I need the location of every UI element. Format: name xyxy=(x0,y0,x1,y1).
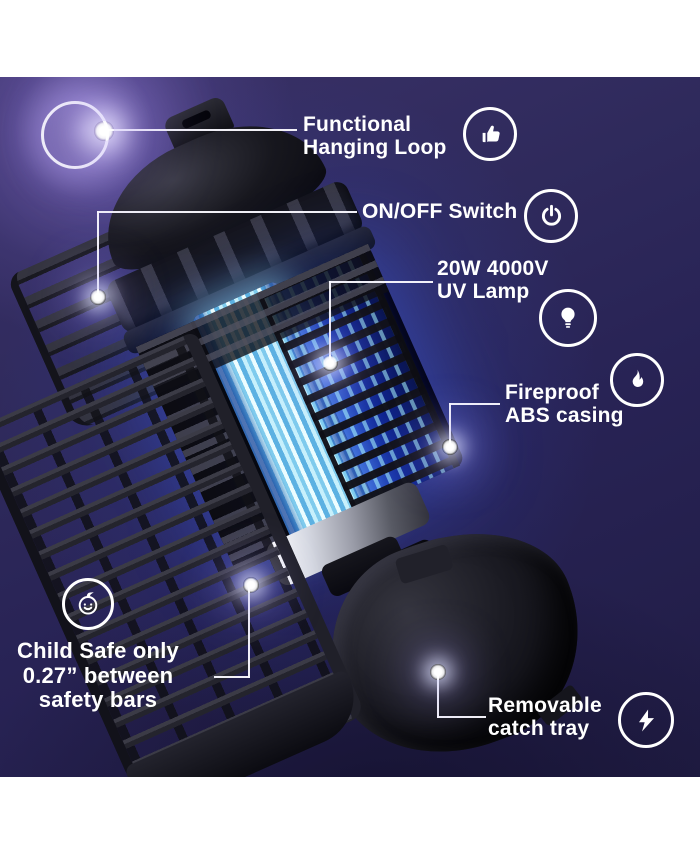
callout-line: 20W 4000V xyxy=(437,257,549,280)
lightning-bolt-badge xyxy=(618,692,674,748)
leader-line-child-vertical xyxy=(248,586,250,678)
scene-background: Functional Hanging Loop ON/OFF Switch 20… xyxy=(0,77,700,777)
leader-line-tray-vertical xyxy=(437,673,439,718)
leader-line-switch-vertical xyxy=(97,211,99,298)
flame-badge xyxy=(610,353,664,407)
glow-dot-hanging-loop xyxy=(94,121,114,141)
callout-line: Removable xyxy=(488,694,602,717)
tray-latch-tab xyxy=(394,543,454,585)
glow-dot-switch xyxy=(90,289,106,305)
power-icon xyxy=(541,204,561,226)
power-badge xyxy=(524,189,578,243)
glow-dot-child-safe xyxy=(243,577,259,593)
callout-line: 0.27” between xyxy=(22,662,174,688)
light-bulb-badge xyxy=(539,289,597,347)
callout-line: Functional xyxy=(303,113,412,136)
callout-line: catch tray xyxy=(488,717,590,740)
callout-child-safe-label: Child Safe only 0.27” between safety bar… xyxy=(6,638,190,713)
thumbs-up-icon xyxy=(482,125,500,142)
baby-face-badge xyxy=(62,578,114,630)
leader-line-casing-horizontal xyxy=(449,403,500,405)
callout-line: Hanging Loop xyxy=(303,136,447,159)
flame-icon xyxy=(632,369,644,388)
leader-line-child-horizontal xyxy=(214,676,250,678)
callout-line: safety bars xyxy=(38,687,158,713)
leader-line-switch-horizontal xyxy=(97,211,357,213)
thumbs-up-badge xyxy=(463,107,517,161)
callout-hanging-loop-label: Functional Hanging Loop xyxy=(303,113,447,159)
glow-dot-casing xyxy=(442,439,458,455)
callout-catch-tray-label: Removable catch tray xyxy=(488,694,602,740)
callout-line: UV Lamp xyxy=(437,280,530,303)
leader-line-uv-horizontal xyxy=(329,281,433,283)
leader-line-hanging-loop xyxy=(104,129,297,131)
callout-casing-label: Fireproof ABS casing xyxy=(505,381,624,427)
callout-line: Fireproof xyxy=(505,381,599,404)
callout-line: ON/OFF Switch xyxy=(362,200,518,223)
callout-uv-lamp-label: 20W 4000V UV Lamp xyxy=(437,257,549,303)
glow-dot-uv-lamp xyxy=(322,355,338,371)
callout-line: ABS casing xyxy=(505,404,624,427)
baby-face-icon xyxy=(78,592,98,615)
glow-dot-catch-tray xyxy=(430,664,446,680)
callout-switch-label: ON/OFF Switch xyxy=(362,200,517,223)
light-bulb-icon xyxy=(561,307,575,328)
leader-line-tray-horizontal xyxy=(437,716,486,718)
leader-line-uv-vertical xyxy=(329,281,331,363)
lightning-bolt-icon xyxy=(638,708,654,732)
leader-line-casing-vertical xyxy=(449,403,451,447)
callout-line: Child Safe only xyxy=(17,638,179,663)
